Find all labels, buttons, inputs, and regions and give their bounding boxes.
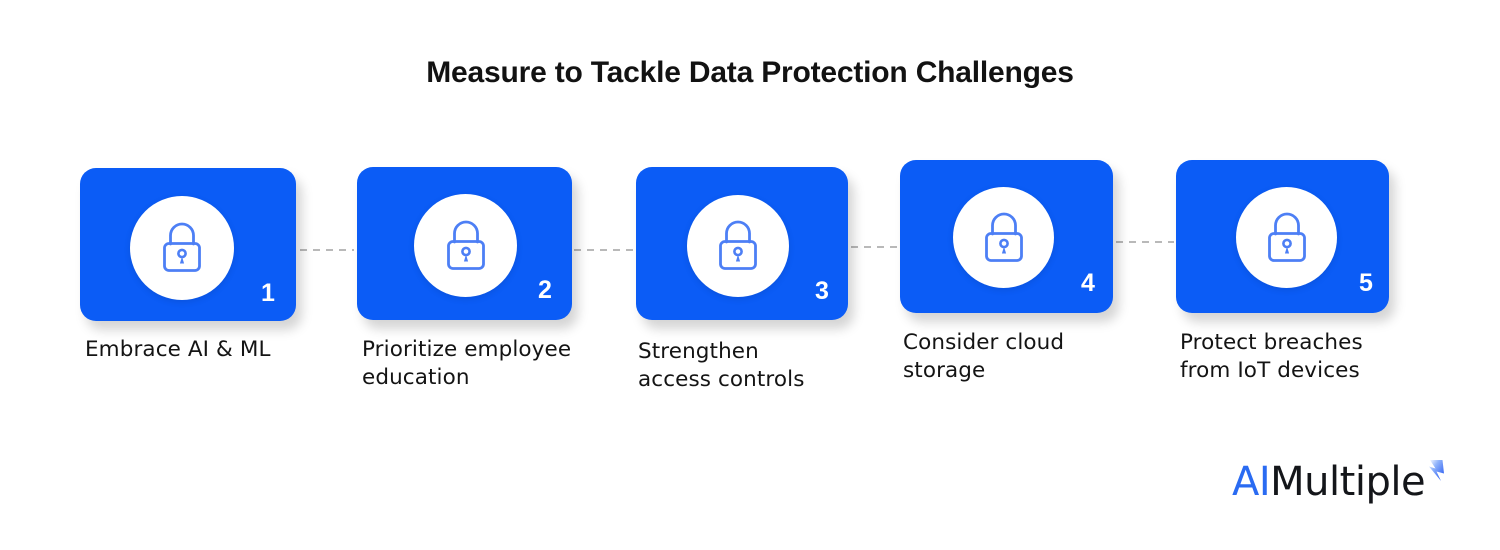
padlock-icon bbox=[984, 212, 1023, 262]
steps-container: 1 Embrace AI & ML 2 Prioritize employee … bbox=[80, 160, 1389, 393]
step-icon-circle-1 bbox=[130, 196, 234, 300]
step-icon-circle-5 bbox=[1236, 187, 1337, 288]
padlock-icon bbox=[163, 222, 201, 272]
step-icon-circle-3 bbox=[687, 195, 789, 297]
padlock-icon bbox=[719, 220, 757, 270]
lightning-bolt-icon bbox=[1426, 460, 1448, 490]
logo-text-ai: AI bbox=[1232, 459, 1271, 505]
step-number-5: 5 bbox=[1359, 269, 1373, 297]
aimultiple-logo[interactable]: AI Multiple bbox=[1232, 459, 1448, 510]
step-icon-circle-4 bbox=[953, 187, 1054, 288]
connector-4-5 bbox=[1116, 241, 1174, 243]
logo-text-multiple: Multiple bbox=[1270, 459, 1426, 505]
step-label-1: Embrace AI & ML bbox=[85, 337, 271, 362]
padlock-icon bbox=[446, 220, 485, 270]
padlock-icon bbox=[1267, 212, 1306, 262]
step-label-3: Strengthen access controls bbox=[638, 339, 805, 393]
step-number-3: 3 bbox=[815, 277, 829, 305]
step-number-2: 2 bbox=[538, 276, 552, 304]
step-number-4: 4 bbox=[1081, 269, 1095, 297]
step-label-4: Consider cloud storage bbox=[903, 330, 1065, 384]
step-number-1: 1 bbox=[261, 279, 275, 307]
step-label-5: Protect breaches from IoT devices bbox=[1180, 330, 1363, 384]
connector-2-3 bbox=[574, 249, 634, 251]
connector-1-2 bbox=[300, 249, 354, 251]
page-title: Measure to Tackle Data Protection Challe… bbox=[426, 56, 1074, 89]
step-label-2: Prioritize employee education bbox=[362, 337, 572, 391]
step-icon-circle-2 bbox=[414, 194, 517, 297]
connector-3-4 bbox=[851, 246, 899, 248]
